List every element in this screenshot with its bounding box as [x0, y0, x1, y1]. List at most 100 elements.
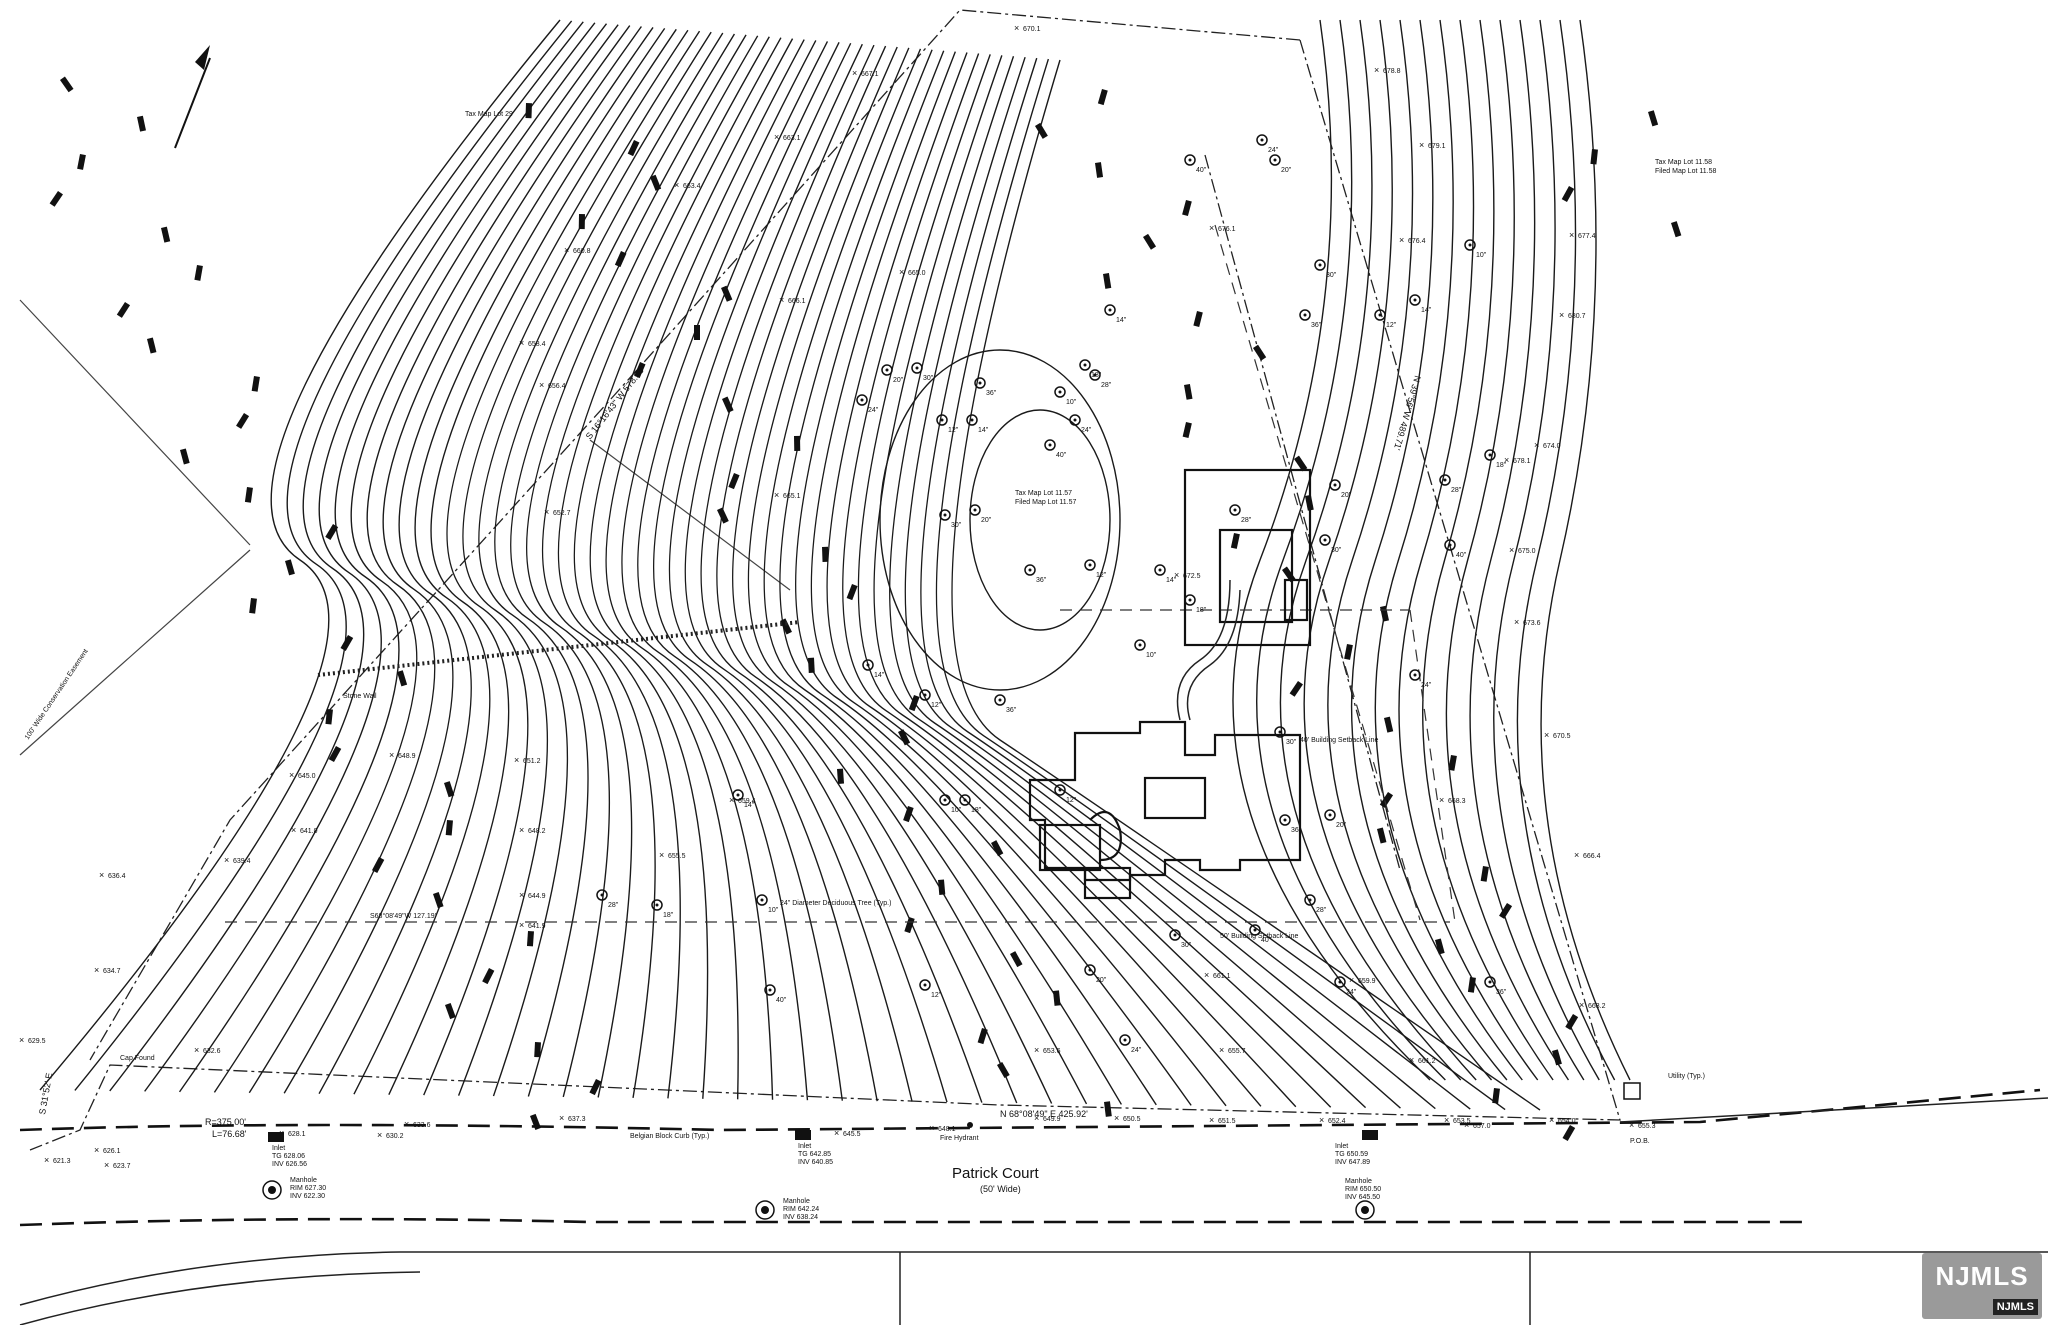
- svg-text:×: ×: [1209, 223, 1214, 233]
- tree-size-label: 30": [1286, 739, 1297, 746]
- svg-text:×: ×: [289, 770, 294, 780]
- tree-icon: [1154, 564, 1166, 576]
- tree-size-label: 12": [1386, 322, 1397, 329]
- spot-elevation: 641.0: [300, 828, 318, 835]
- front-setback-label: 50' Building Setback Line: [1220, 933, 1298, 940]
- tree-size-label: 20": [981, 517, 992, 524]
- tree-icon: [966, 414, 978, 426]
- svg-text:×: ×: [1014, 23, 1019, 33]
- spot-elevation: 674.0: [1543, 443, 1561, 450]
- spot-elevation: 637.3: [568, 1116, 586, 1123]
- svg-text:RIM 627.30: RIM 627.30: [290, 1185, 326, 1192]
- pob-label: P.O.B.: [1630, 1138, 1650, 1145]
- svg-text:×: ×: [44, 1155, 49, 1165]
- tree-icon: [936, 414, 948, 426]
- svg-text:INV 640.85: INV 640.85: [798, 1159, 833, 1166]
- spot-elevation: 653.5: [1453, 1118, 1471, 1125]
- svg-text:×: ×: [1419, 140, 1424, 150]
- spot-elevation: 653.6: [1043, 1048, 1061, 1055]
- spot-elevation: 665.0: [908, 270, 926, 277]
- tree-size-label: 10": [1146, 652, 1157, 659]
- utility-box-icon: [1623, 1082, 1641, 1100]
- spot-elevation: 649.9: [1043, 1116, 1061, 1123]
- manhole-icon-1: [262, 1180, 282, 1200]
- svg-text:×: ×: [519, 890, 524, 900]
- lot-label-north: Tax Map Lot 29: [465, 111, 513, 118]
- spot-elevation: 678.1: [1513, 458, 1531, 465]
- tree-size-label: 18": [663, 912, 674, 919]
- property-boundary: [29, 9, 1621, 1151]
- curve-radius: R=375.00': [205, 1117, 246, 1127]
- svg-text:×: ×: [674, 180, 679, 190]
- tree-icon: [1134, 639, 1146, 651]
- street-name: Patrick Court: [952, 1165, 1040, 1182]
- spot-elevation: 626.1: [103, 1148, 121, 1155]
- tree-icon: [1484, 449, 1496, 461]
- spot-elevation: 661.1: [1213, 973, 1231, 980]
- spot-elevation: 658.4: [528, 341, 546, 348]
- svg-text:×: ×: [1409, 1055, 1414, 1065]
- tree-icon: [881, 364, 893, 376]
- svg-text:×: ×: [291, 825, 296, 835]
- svg-text:×: ×: [104, 1160, 109, 1170]
- spot-elevation: 680.7: [1568, 313, 1586, 320]
- njmls-watermark-logo: NJMLS NJMLS: [1922, 1253, 2042, 1319]
- njmls-tag: NJMLS: [1992, 1299, 2038, 1315]
- tree-size-label: 30": [1181, 942, 1192, 949]
- svg-text:Inlet: Inlet: [272, 1145, 285, 1152]
- tree-icon: [1024, 564, 1036, 576]
- manhole-label-3: Manhole RIM 650.50 INV 645.50: [1345, 1178, 1381, 1201]
- stone-wall: [317, 620, 801, 677]
- svg-text:Manhole: Manhole: [1345, 1178, 1372, 1185]
- spot-elevation: 641.9: [528, 923, 546, 930]
- tree-size-label: 14": [1421, 307, 1432, 314]
- manhole-icon-3: [1355, 1200, 1375, 1220]
- svg-text:×: ×: [99, 870, 104, 880]
- hydrant-icon: [967, 1122, 973, 1128]
- side-setback-label: 40' Building Setback Line: [1300, 737, 1378, 744]
- spot-elevation: 645.0: [298, 773, 316, 780]
- tree-size-label: 14": [874, 672, 885, 679]
- tree-icon: [1484, 976, 1496, 988]
- svg-text:Inlet: Inlet: [1335, 1143, 1348, 1150]
- svg-text:×: ×: [1569, 230, 1574, 240]
- north-arrow-icon: [174, 45, 211, 149]
- tree-icon: [1084, 964, 1096, 976]
- spot-elevation: 659.9: [1358, 978, 1376, 985]
- tree-icon: [1269, 154, 1281, 166]
- tree-size-label: 24": [1081, 427, 1092, 434]
- tree-icon: [1104, 304, 1116, 316]
- tree-size-label: 24": [868, 407, 879, 414]
- iron-found-label: Cap Found: [120, 1055, 155, 1062]
- tree-note-label: 24" Diameter Deciduous Tree (Typ.): [780, 900, 891, 907]
- svg-text:×: ×: [1544, 730, 1549, 740]
- svg-text:RIM 642.24: RIM 642.24: [783, 1206, 819, 1213]
- tree-size-label: 40": [1056, 452, 1067, 459]
- spot-elevation: 651.5: [1218, 1118, 1236, 1125]
- svg-text:RIM 650.50: RIM 650.50: [1345, 1186, 1381, 1193]
- svg-text:×: ×: [1034, 1113, 1039, 1123]
- svg-text:×: ×: [1534, 440, 1539, 450]
- spot-elevation: 675.0: [1518, 548, 1536, 555]
- inlet-label-3: Inlet TG 650.59 INV 647.89: [1335, 1143, 1370, 1166]
- tree-icon: [1304, 894, 1316, 906]
- svg-text:×: ×: [1204, 970, 1209, 980]
- tree-icon: [1324, 809, 1336, 821]
- tree-size-label: 14": [1116, 317, 1127, 324]
- spot-elevation: 652.7: [553, 510, 571, 517]
- spot-elevation: 650.5: [1123, 1116, 1141, 1123]
- tree-icon: [732, 789, 744, 801]
- tree-icon: [1409, 294, 1421, 306]
- svg-text:×: ×: [1219, 1045, 1224, 1055]
- tree-size-label: 20": [1096, 977, 1107, 984]
- street-edges: [19, 1088, 2048, 1325]
- tree-size-label: 36": [1036, 577, 1047, 584]
- tree-size-label: 28": [1316, 907, 1327, 914]
- tree-size-label: 28": [1101, 382, 1112, 389]
- lot-label-east-1: Tax Map Lot 11.58: [1655, 159, 1712, 166]
- bearing-west: S 31°52' E: [37, 1072, 54, 1115]
- tree-icon: [969, 504, 981, 516]
- tree-icon: [1439, 474, 1451, 486]
- spot-elevation: 645.5: [843, 1131, 861, 1138]
- tree-size-label: 40": [1456, 552, 1467, 559]
